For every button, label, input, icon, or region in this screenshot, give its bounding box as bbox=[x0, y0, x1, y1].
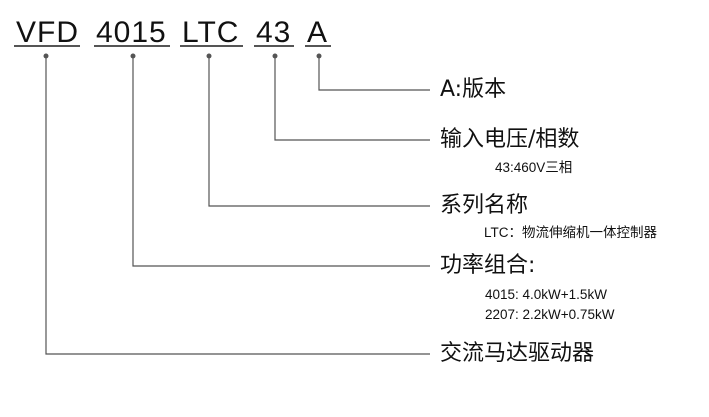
connector-voltage bbox=[274, 56, 430, 141]
code-underline-43 bbox=[254, 45, 294, 47]
note-series-ltc: LTC：物流伸缩机一体控制器 bbox=[484, 225, 658, 240]
label-ac-motor-drive: 交流马达驱动器 bbox=[440, 341, 595, 366]
code-underline-vfd bbox=[14, 45, 80, 47]
note-power-2207: 2207: 2.2kW+0.75kW bbox=[485, 307, 615, 322]
code-underline-4015 bbox=[94, 45, 170, 47]
connector-power bbox=[132, 56, 430, 267]
connector-version bbox=[318, 56, 430, 91]
connector-drive bbox=[45, 56, 430, 355]
code-segment-ltc: LTC bbox=[182, 16, 240, 49]
code-segment-4015: 4015 bbox=[96, 16, 167, 49]
note-voltage-43: 43:460V三相 bbox=[495, 160, 573, 175]
label-series-name: 系列名称 bbox=[440, 193, 529, 218]
code-underline-a bbox=[305, 45, 331, 47]
label-power-combination: 功率组合: bbox=[440, 253, 536, 278]
code-underline-ltc bbox=[180, 45, 243, 47]
code-segment-43: 43 bbox=[256, 16, 292, 49]
code-segment-a: A bbox=[307, 16, 329, 49]
connector-series bbox=[208, 56, 430, 207]
note-power-4015: 4015: 4.0kW+1.5kW bbox=[485, 287, 607, 302]
label-version: A:版本 bbox=[440, 77, 507, 102]
label-input-voltage: 输入电压/相数 bbox=[440, 127, 580, 152]
code-segment-vfd: VFD bbox=[16, 16, 79, 49]
